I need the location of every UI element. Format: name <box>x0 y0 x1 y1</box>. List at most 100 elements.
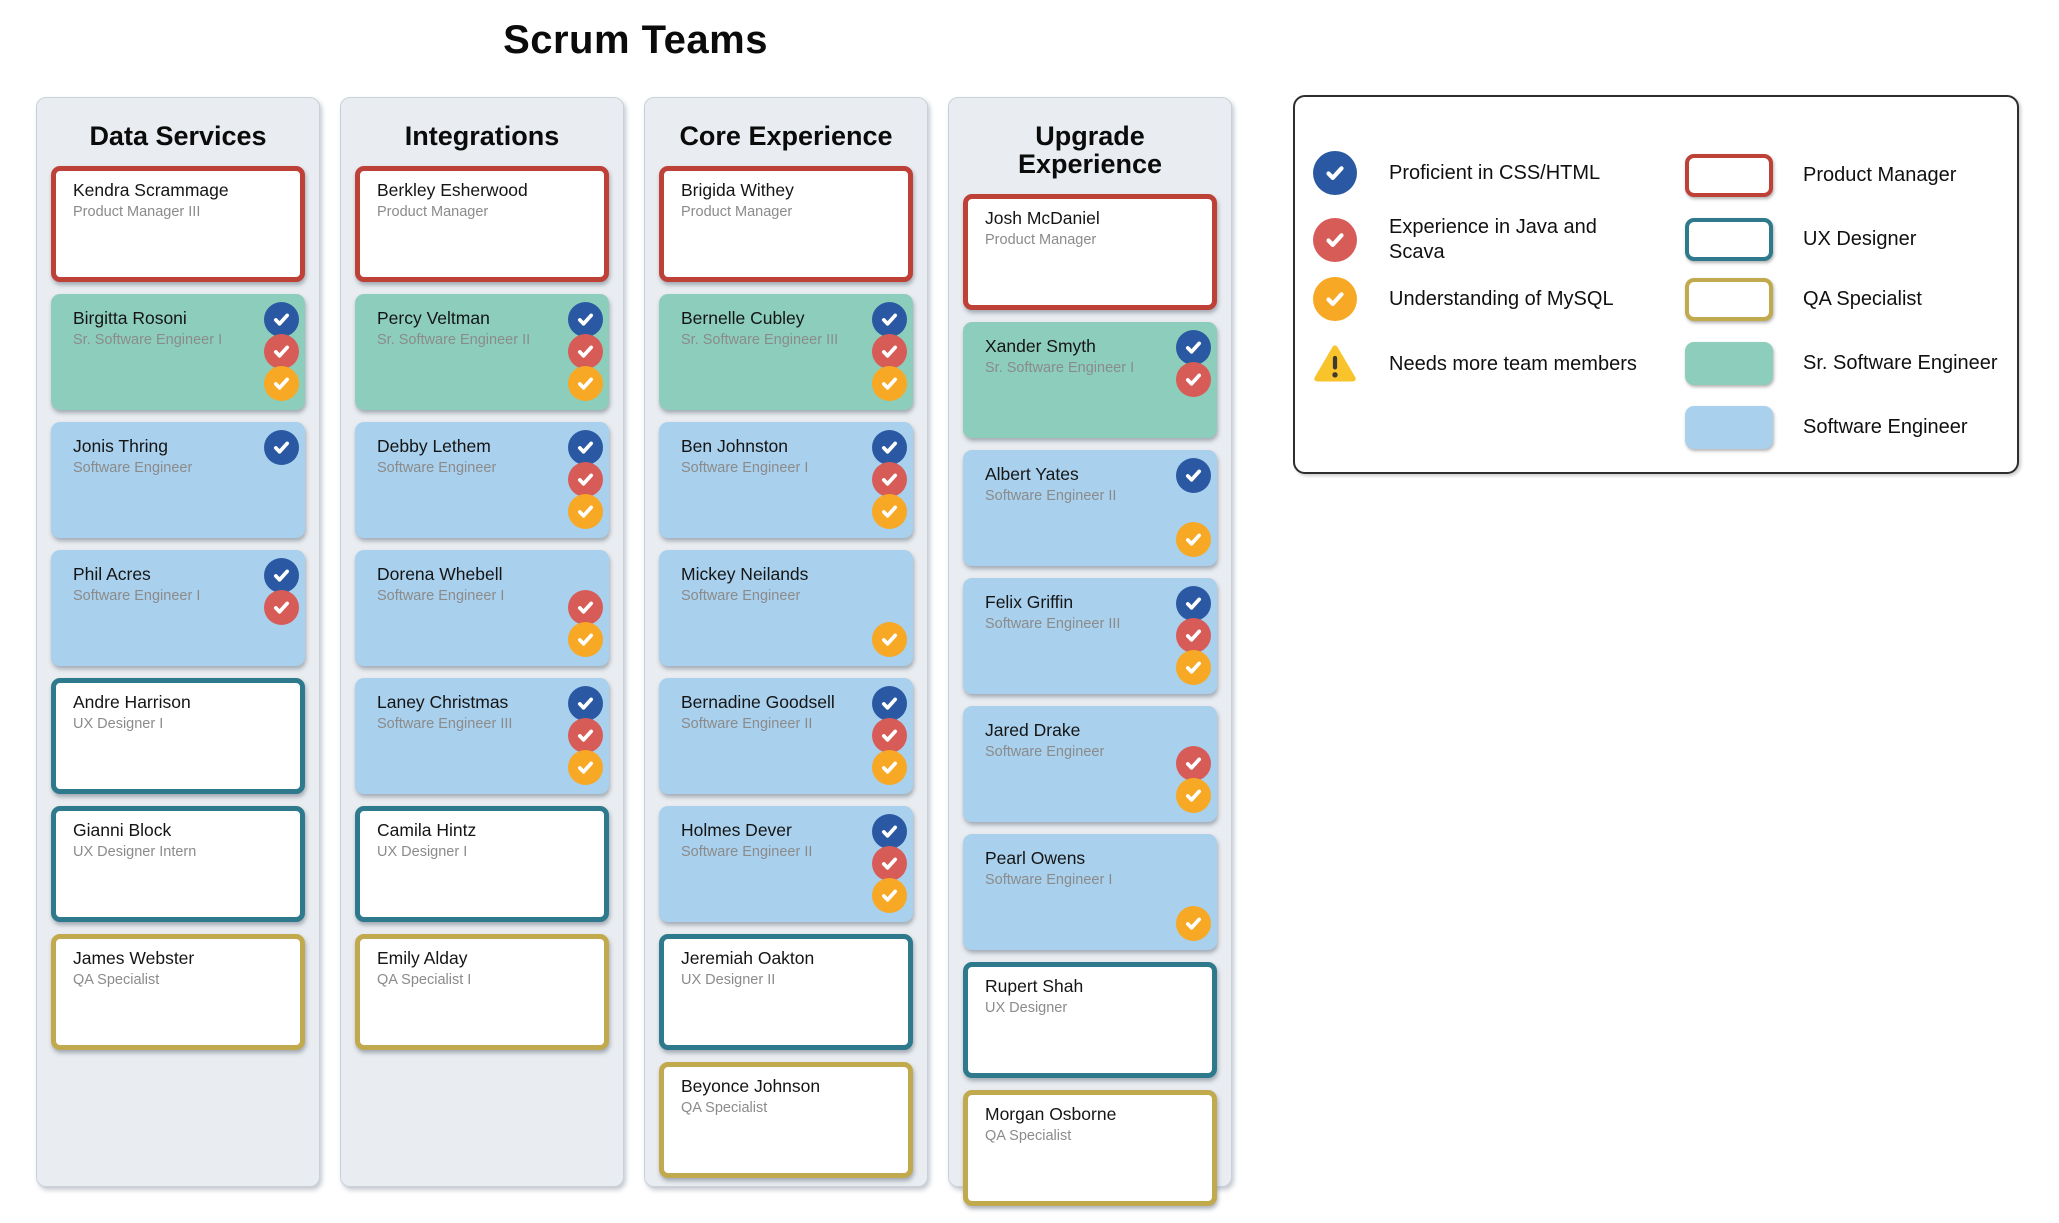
java-skill-check-icon <box>1176 362 1211 397</box>
member-card[interactable]: Felix Griffin Software Engineer III <box>963 578 1217 694</box>
member-card[interactable]: Kendra Scrammage Product Manager III <box>51 166 305 282</box>
member-card[interactable]: Rupert Shah UX Designer <box>963 962 1217 1078</box>
member-role: Software Engineer II <box>985 488 1117 504</box>
member-card[interactable]: Holmes Dever Software Engineer II <box>659 806 913 922</box>
mysql-skill-check-icon <box>872 622 907 657</box>
member-card[interactable]: Berkley Esherwood Product Manager <box>355 166 609 282</box>
member-name: Jared Drake <box>985 720 1081 740</box>
legend-panel: Proficient in CSS/HTML Experience in Jav… <box>1293 95 2019 474</box>
member-card[interactable]: Jonis Thring Software Engineer <box>51 422 305 538</box>
member-name: Bernadine Goodsell <box>681 692 835 712</box>
mysql-skill-check-icon <box>1176 778 1211 813</box>
member-name: Gianni Block <box>73 820 172 840</box>
java-skill-check-icon <box>872 462 907 497</box>
member-role: UX Designer <box>985 1000 1068 1016</box>
member-card[interactable]: Ben Johnston Software Engineer I <box>659 422 913 538</box>
css-skill-check-icon <box>872 814 907 849</box>
member-card[interactable]: Pearl Owens Software Engineer I <box>963 834 1217 950</box>
member-role: Software Engineer III <box>377 716 513 732</box>
member-name: Brigida Withey <box>681 180 794 200</box>
member-card[interactable]: Brigida Withey Product Manager <box>659 166 913 282</box>
member-card[interactable]: Jared Drake Software Engineer <box>963 706 1217 822</box>
member-role: Software Engineer <box>681 588 801 604</box>
member-card[interactable]: Gianni Block UX Designer Intern <box>51 806 305 922</box>
team-column-title: Data Services <box>89 121 267 151</box>
team-column-title: Core Experience <box>679 121 893 151</box>
member-card[interactable]: Josh McDaniel Product Manager <box>963 194 1217 310</box>
css-skill-check-icon <box>872 302 907 337</box>
java-skill-check-icon <box>1176 618 1211 653</box>
mysql-skill-check-icon <box>1176 906 1211 941</box>
css-skill-check-icon <box>568 430 603 465</box>
css-skill-check-icon <box>568 302 603 337</box>
css-skill-check-icon <box>568 686 603 721</box>
member-role: Software Engineer II <box>681 844 813 860</box>
member-card[interactable]: Percy Veltman Sr. Software Engineer II <box>355 294 609 410</box>
member-card[interactable]: Emily Alday QA Specialist I <box>355 934 609 1050</box>
member-card[interactable]: Albert Yates Software Engineer II <box>963 450 1217 566</box>
team-column-integrations: Integrations Berkley Esherwood Product M… <box>340 97 624 1187</box>
member-name: Felix Griffin <box>985 592 1074 612</box>
member-card[interactable]: Jeremiah Oakton UX Designer II <box>659 934 913 1050</box>
member-role: QA Specialist <box>681 1100 768 1116</box>
member-role: Software Engineer <box>73 460 193 476</box>
java-skill-check-icon <box>872 334 907 369</box>
member-name: Andre Harrison <box>73 692 191 712</box>
member-card[interactable]: Birgitta Rosoni Sr. Software Engineer I <box>51 294 305 410</box>
legend-label: Understanding of MySQL <box>1389 287 1614 310</box>
legend-label: QA Specialist <box>1803 288 1922 310</box>
member-name: Emily Alday <box>377 948 468 968</box>
software-engineer-swatch <box>1685 406 1773 449</box>
member-card[interactable]: Xander Smyth Sr. Software Engineer I <box>963 322 1217 438</box>
legend-row-qa-specialist: QA Specialist <box>1685 278 1922 321</box>
member-role: Sr. Software Engineer II <box>377 332 531 348</box>
member-name: James Webster <box>73 948 195 968</box>
member-role: Product Manager <box>985 232 1097 248</box>
member-name: Dorena Whebell <box>377 564 503 584</box>
member-card[interactable]: Laney Christmas Software Engineer III <box>355 678 609 794</box>
member-card[interactable]: Mickey Neilands Software Engineer <box>659 550 913 666</box>
legend-label: UX Designer <box>1803 228 1917 250</box>
mysql-skill-check-icon <box>568 622 603 657</box>
legend-label: Needs more team members <box>1389 352 1637 375</box>
java-skill-check-icon <box>568 718 603 753</box>
member-name: Rupert Shah <box>985 976 1084 996</box>
member-card[interactable]: Bernadine Goodsell Software Engineer II <box>659 678 913 794</box>
member-card[interactable]: Dorena Whebell Software Engineer I <box>355 550 609 666</box>
member-card[interactable]: Phil Acres Software Engineer I <box>51 550 305 666</box>
member-card[interactable]: Morgan Osborne QA Specialist <box>963 1090 1217 1206</box>
member-card[interactable]: James Webster QA Specialist <box>51 934 305 1050</box>
legend-row-software-engineer: Software Engineer <box>1685 406 1968 449</box>
css-skill-check-icon <box>872 686 907 721</box>
mysql-skill-check-icon <box>264 366 299 401</box>
java-skill-check-icon <box>872 718 907 753</box>
legend-row-css: Proficient in CSS/HTML <box>1313 151 1600 195</box>
member-name: Jonis Thring <box>73 436 169 456</box>
team-column-title: Integrations <box>404 121 560 151</box>
member-name: Josh McDaniel <box>985 208 1100 228</box>
mysql-skill-check-icon <box>872 878 907 913</box>
member-card[interactable]: Andre Harrison UX Designer I <box>51 678 305 794</box>
member-name: Berkley Esherwood <box>377 180 528 200</box>
css-skill-check-icon <box>1176 330 1211 365</box>
member-role: Software Engineer I <box>73 588 201 604</box>
member-role: Software Engineer I <box>377 588 505 604</box>
member-name: Holmes Dever <box>681 820 792 840</box>
member-role: QA Specialist I <box>377 972 472 988</box>
member-card[interactable]: Bernelle Cubley Sr. Software Engineer II… <box>659 294 913 410</box>
legend-label: Proficient in CSS/HTML <box>1389 161 1601 184</box>
team-column-data-services: Data Services Kendra Scrammage Product M… <box>36 97 320 1187</box>
sr-software-engineer-swatch <box>1685 342 1773 385</box>
mysql-skill-check-icon <box>1176 650 1211 685</box>
legend-label: Experience in Java and Scava <box>1389 216 1597 263</box>
css-skill-check-icon <box>264 302 299 337</box>
check-circle-icon <box>1313 218 1357 262</box>
member-card[interactable]: Debby Lethem Software Engineer <box>355 422 609 538</box>
member-name: Kendra Scrammage <box>73 180 229 200</box>
member-name: Laney Christmas <box>377 692 509 712</box>
mysql-skill-check-icon <box>568 494 603 529</box>
member-card[interactable]: Camila Hintz UX Designer I <box>355 806 609 922</box>
member-card[interactable]: Beyonce Johnson QA Specialist <box>659 1062 913 1178</box>
scrum-board: Data Services Kendra Scrammage Product M… <box>36 97 1232 1206</box>
java-skill-check-icon <box>1176 746 1211 781</box>
